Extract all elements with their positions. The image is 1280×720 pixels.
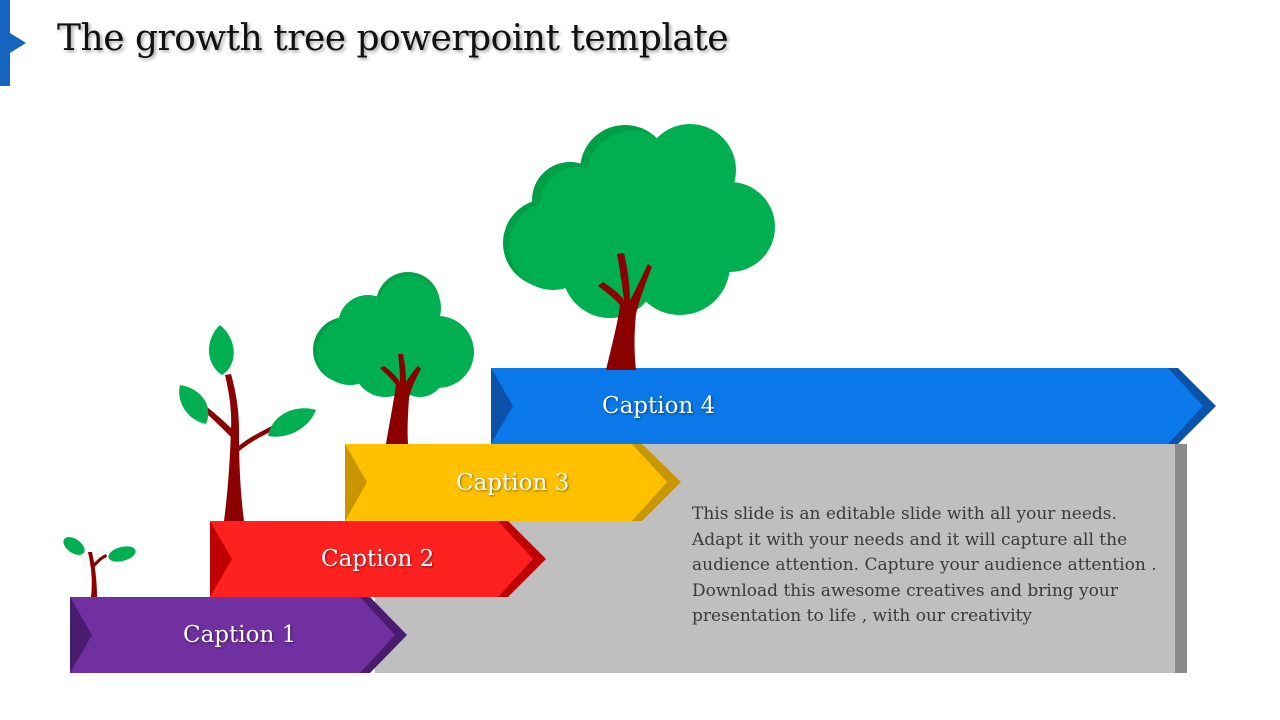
small-tree-icon: [313, 272, 474, 444]
sprout-icon: [63, 537, 136, 597]
step-1-arrow: [70, 597, 395, 673]
text-panel-edge: [1175, 444, 1187, 673]
title-accent-bar: [0, 0, 10, 86]
step-1-caption: Caption 1: [183, 622, 297, 648]
step-4-caption: Caption 4: [602, 393, 716, 419]
title-accent-arrow: [10, 33, 26, 53]
text-panel: [375, 444, 1187, 673]
step-3-arrow: [345, 444, 667, 521]
step-4-arrow: [491, 368, 1203, 444]
step-2-arrow: [210, 521, 533, 597]
sapling-icon: [179, 325, 316, 521]
large-tree-icon: [503, 124, 775, 370]
description-text: This slide is an editable slide with all…: [692, 504, 1157, 626]
step-2-caption: Caption 2: [321, 546, 435, 572]
step-3-caption: Caption 3: [456, 470, 570, 496]
slide-title: The growth tree powerpoint template: [57, 18, 729, 59]
